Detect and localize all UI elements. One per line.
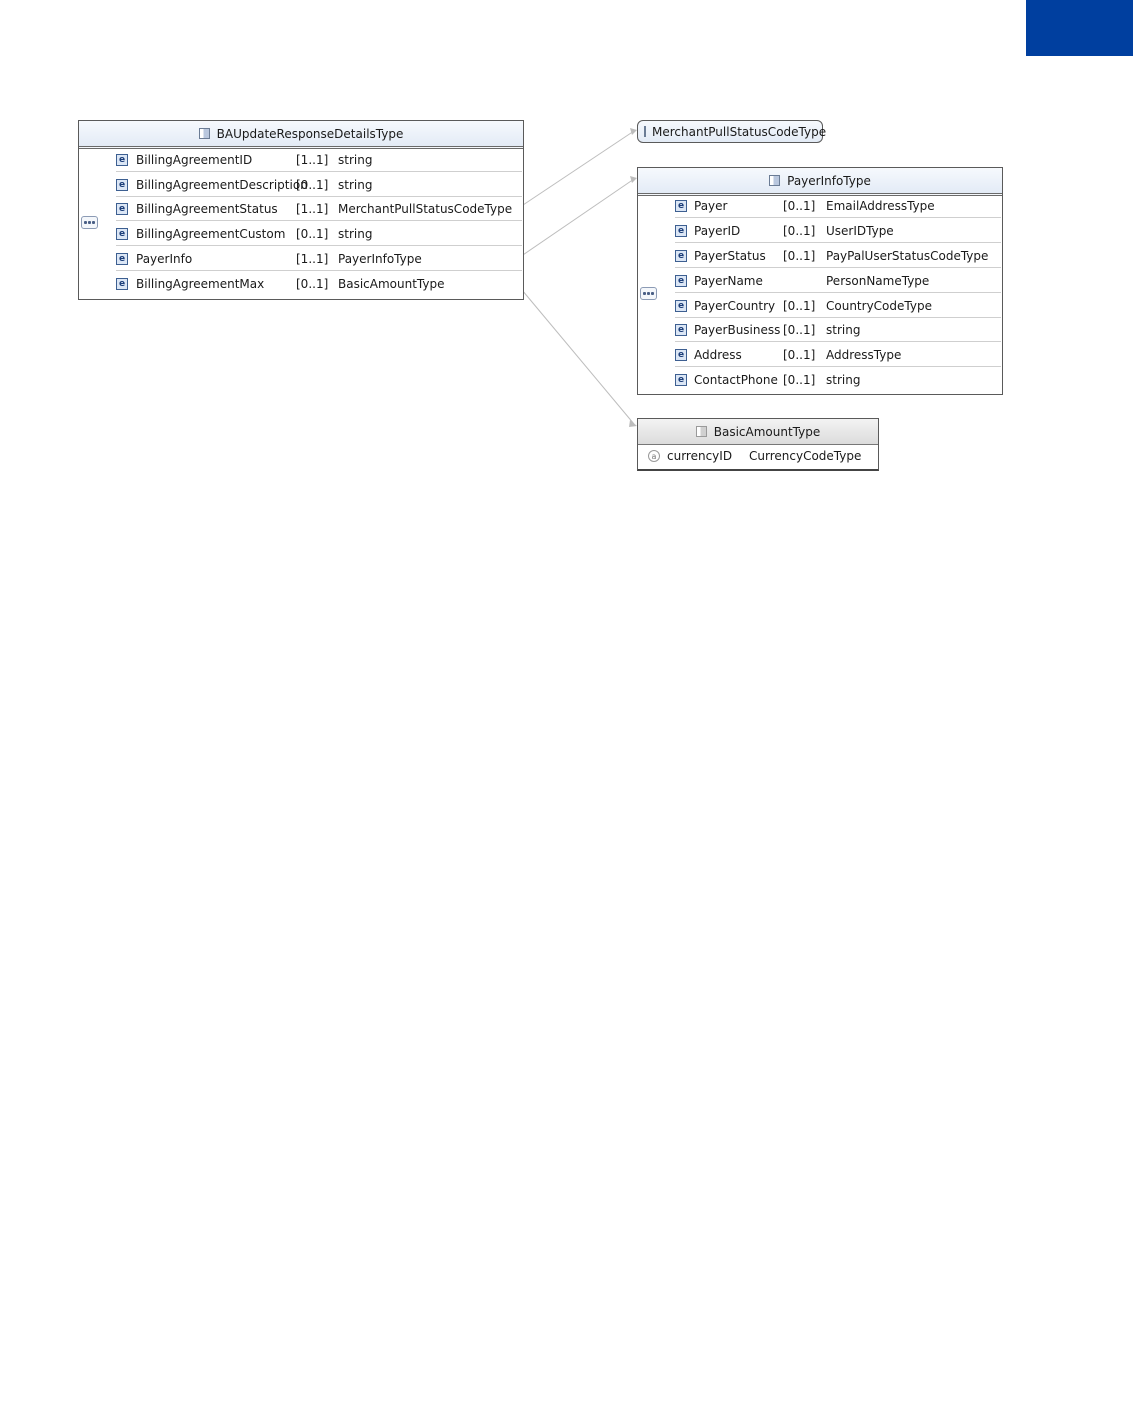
element-type: PersonNameType xyxy=(826,273,930,288)
simple-type-box: MerchantPullStatusCodeType xyxy=(637,120,827,143)
element-name: PayerInfo xyxy=(136,251,193,266)
element-row: e PayerName PersonNameType xyxy=(675,269,1001,293)
element-cardinality: [0..1] xyxy=(783,322,816,337)
complex-type-icon xyxy=(695,426,707,437)
main-type-title: BAUpdateResponseDetailsType xyxy=(216,126,404,141)
element-name: PayerID xyxy=(694,223,741,238)
element-cardinality: [0..1] xyxy=(296,226,329,241)
element-type: AddressType xyxy=(826,347,902,362)
element-type: MerchantPullStatusCodeType xyxy=(338,201,513,216)
attribute-icon: a xyxy=(648,450,660,462)
element-cardinality: [1..1] xyxy=(296,251,329,266)
element-name: PayerCountry xyxy=(694,298,776,313)
payer-info-type-header: PayerInfoType xyxy=(638,168,1002,196)
element-name: BillingAgreementMax xyxy=(136,277,265,291)
element-type: CountryCodeType xyxy=(826,298,932,313)
element-icon: e xyxy=(675,224,687,237)
sequence-icon xyxy=(81,216,98,229)
corner-tab xyxy=(1026,0,1133,56)
basic-amount-type-title: BasicAmountType xyxy=(713,424,821,439)
element-row: e PayerInfo [1..1] PayerInfoType xyxy=(116,247,522,271)
simple-type-title: MerchantPullStatusCodeType xyxy=(652,124,827,139)
element-row: e BillingAgreementStatus [1..1] Merchant… xyxy=(116,197,522,221)
element-cardinality: [0..1] xyxy=(783,248,816,263)
element-type: string xyxy=(338,152,373,167)
element-row: e BillingAgreementMax [0..1] BasicAmount… xyxy=(116,272,522,296)
attribute-row: a currencyID CurrencyCodeType xyxy=(648,444,876,468)
element-type: PayPalUserStatusCodeType xyxy=(826,248,989,263)
main-type-header: BAUpdateResponseDetailsType xyxy=(79,121,523,149)
element-icon: e xyxy=(675,274,687,287)
element-type: string xyxy=(826,373,861,387)
element-icon: e xyxy=(116,227,128,240)
element-name: Payer xyxy=(694,198,728,213)
element-cardinality: [0..1] xyxy=(783,373,816,387)
element-type: string xyxy=(338,177,373,192)
attribute-name: currencyID xyxy=(667,449,733,463)
element-cardinality: [0..1] xyxy=(296,177,329,192)
element-cardinality: [0..1] xyxy=(783,223,816,238)
element-icon: e xyxy=(675,249,687,262)
element-name: BillingAgreementDescription xyxy=(136,177,308,192)
attribute-type: CurrencyCodeType xyxy=(749,449,862,463)
element-name: PayerStatus xyxy=(694,248,766,263)
element-name: ContactPhone xyxy=(694,373,778,387)
element-name: PayerBusiness xyxy=(694,322,781,337)
payer-info-type-title: PayerInfoType xyxy=(787,173,871,188)
element-cardinality: [1..1] xyxy=(296,201,329,216)
element-cardinality: [1..1] xyxy=(296,152,329,167)
element-row: e BillingAgreementCustom [0..1] string xyxy=(116,222,522,246)
element-type: string xyxy=(338,226,373,241)
element-cardinality: [0..1] xyxy=(783,298,816,313)
element-type: EmailAddressType xyxy=(826,198,935,213)
element-type: BasicAmountType xyxy=(338,277,445,291)
element-icon: e xyxy=(675,348,687,361)
element-row: e PayerCountry [0..1] CountryCodeType xyxy=(675,294,1001,318)
element-row: e PayerBusiness [0..1] string xyxy=(675,318,1001,342)
element-icon: e xyxy=(675,299,687,312)
payer-info-type-box: PayerInfoType xyxy=(637,167,1003,395)
complex-type-icon xyxy=(769,175,781,186)
element-name: Address xyxy=(694,347,742,362)
element-cardinality: [0..1] xyxy=(783,198,816,213)
element-icon: e xyxy=(116,153,128,166)
element-row: e PayerID [0..1] UserIDType xyxy=(675,219,1001,243)
element-icon: e xyxy=(116,202,128,215)
element-type: UserIDType xyxy=(826,223,894,238)
element-type: string xyxy=(826,322,861,337)
element-row: e Payer [0..1] EmailAddressType xyxy=(675,194,1001,218)
sequence-icon xyxy=(640,287,657,300)
basic-amount-type-box: BasicAmountType a currencyID CurrencyCod… xyxy=(637,418,879,471)
element-icon: e xyxy=(116,178,128,191)
simple-type-icon xyxy=(644,126,646,137)
element-row: e Address [0..1] AddressType xyxy=(675,343,1001,367)
element-icon: e xyxy=(116,278,128,290)
complex-type-icon xyxy=(198,128,210,139)
element-cardinality: [0..1] xyxy=(783,347,816,362)
element-row: e PayerStatus [0..1] PayPalUserStatusCod… xyxy=(675,244,1001,268)
element-row: e BillingAgreementDescription [0..1] str… xyxy=(116,173,522,197)
element-name: BillingAgreementCustom xyxy=(136,226,286,241)
element-icon: e xyxy=(675,374,687,386)
element-name: BillingAgreementID xyxy=(136,152,253,167)
element-name: BillingAgreementStatus xyxy=(136,201,278,216)
element-row: e ContactPhone [0..1] string xyxy=(675,368,1001,392)
basic-amount-type-header: BasicAmountType xyxy=(638,419,878,445)
element-type: PayerInfoType xyxy=(338,251,422,266)
element-icon: e xyxy=(675,199,687,212)
element-icon: e xyxy=(116,252,128,265)
element-name: PayerName xyxy=(694,273,763,288)
element-row: e BillingAgreementID [1..1] string xyxy=(116,148,522,172)
element-cardinality: [0..1] xyxy=(296,277,329,291)
element-icon: e xyxy=(675,323,687,336)
